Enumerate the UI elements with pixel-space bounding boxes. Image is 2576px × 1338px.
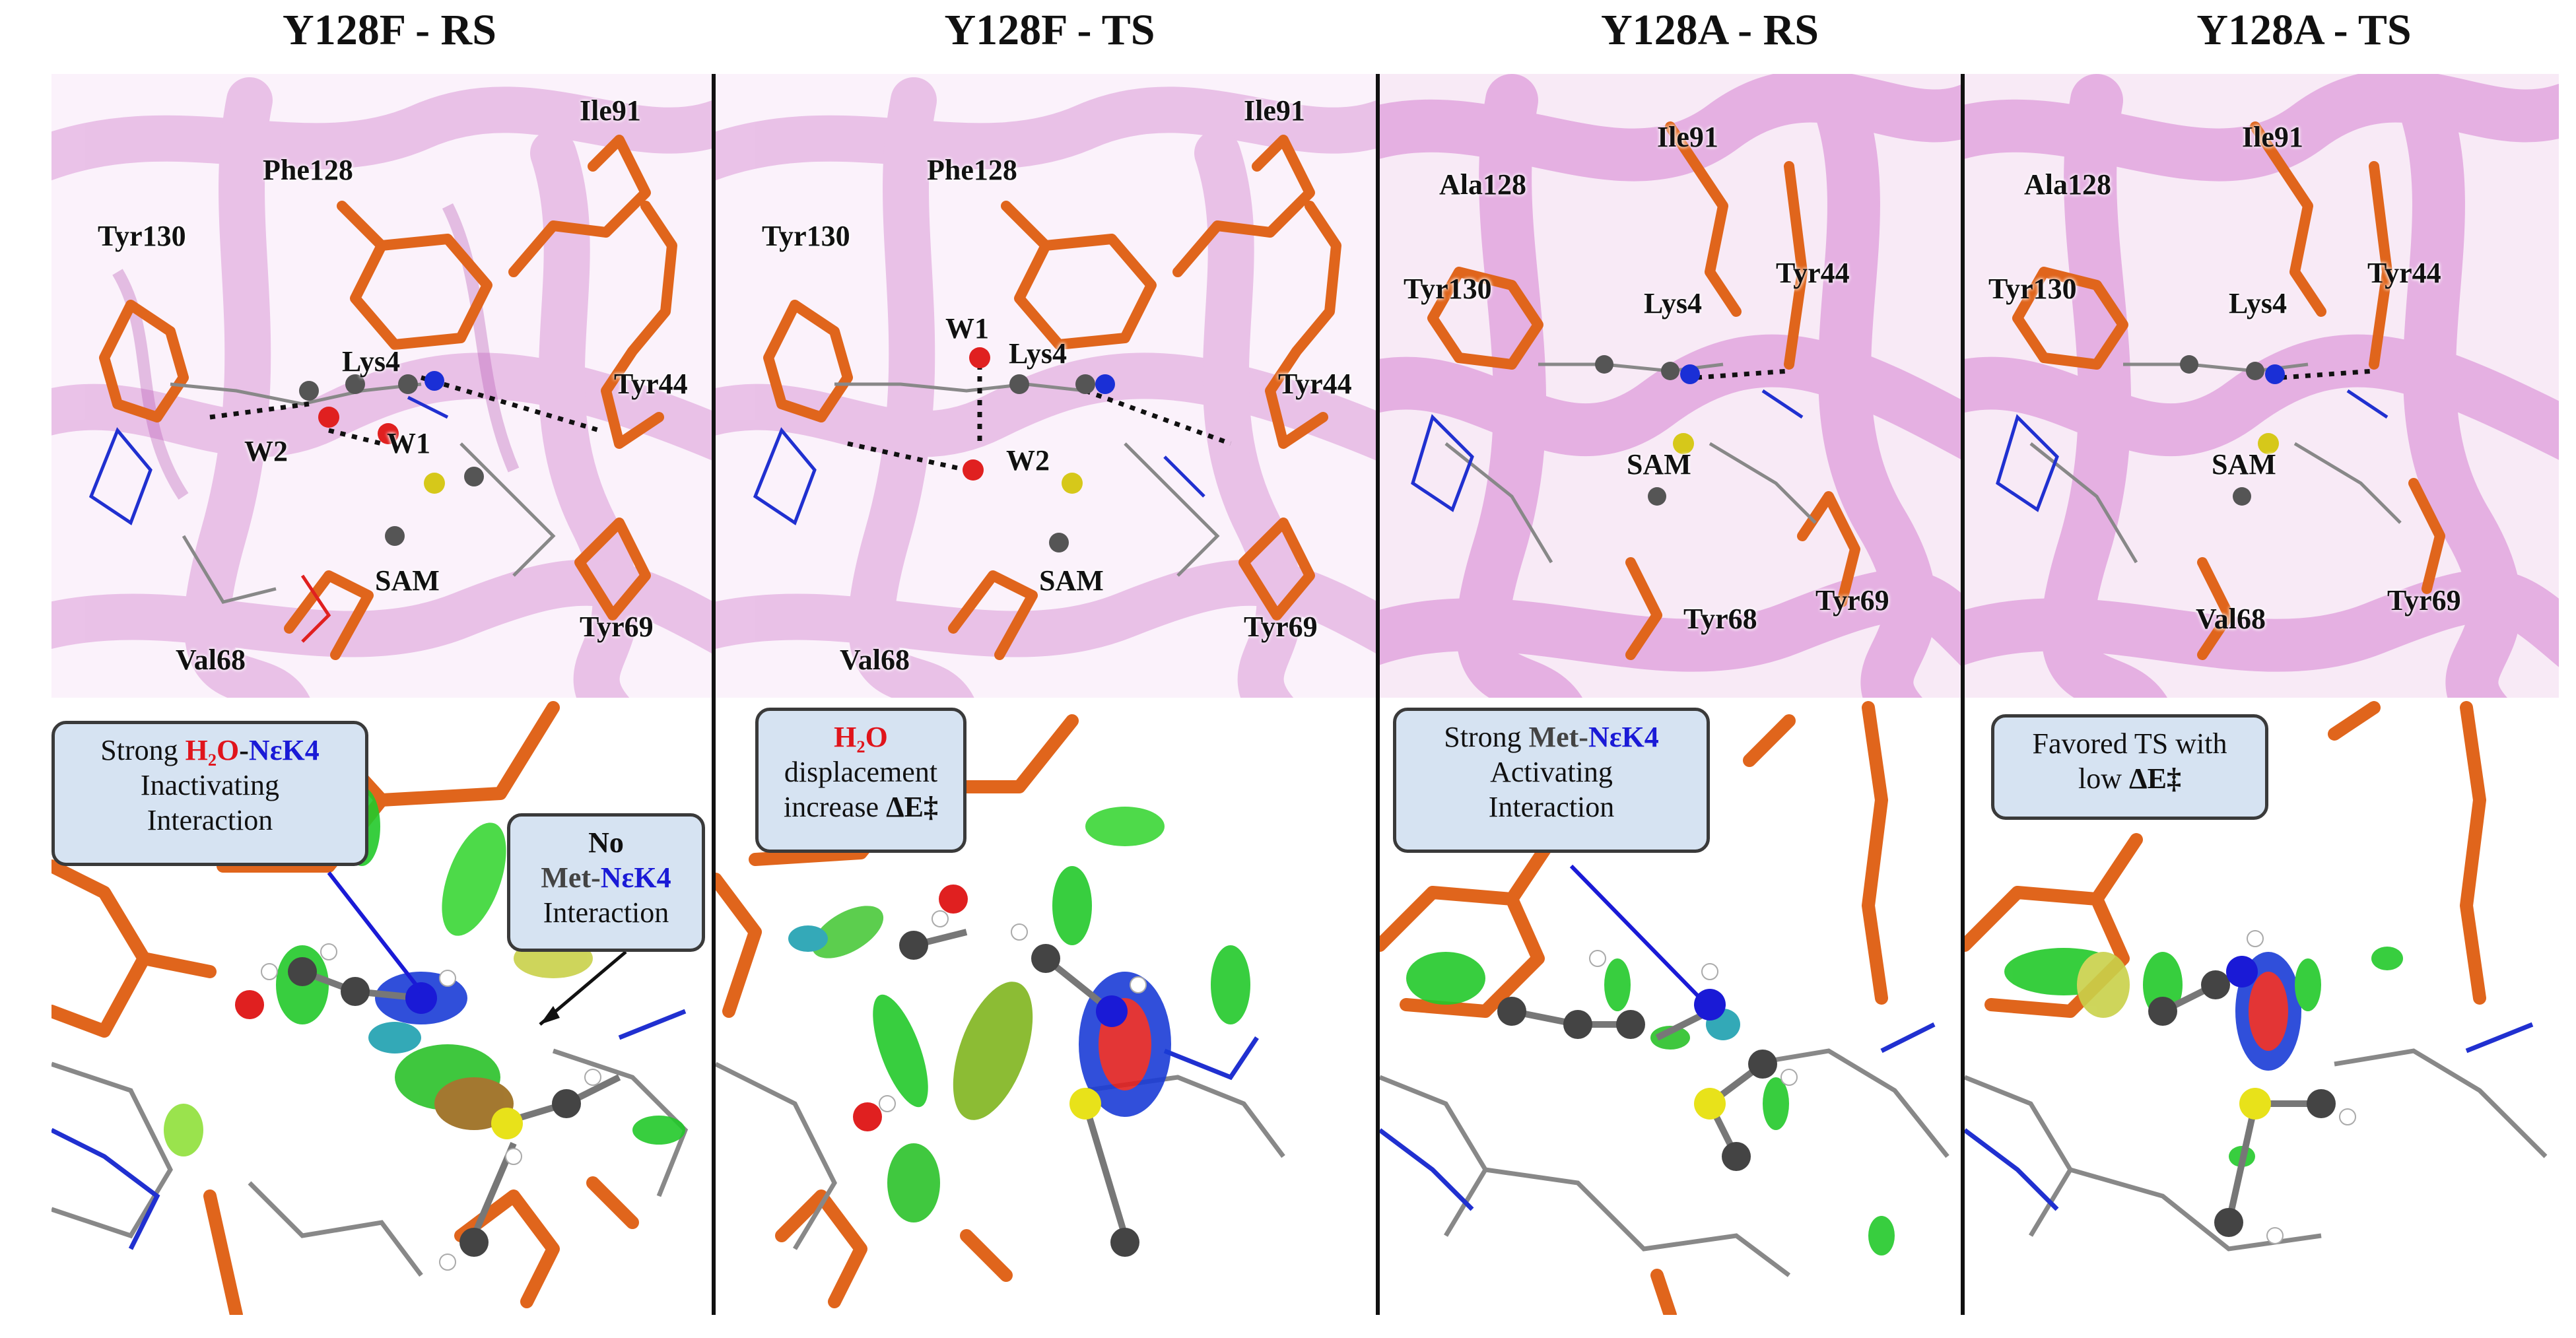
label-w2: W2 <box>244 435 288 467</box>
panel-title-y128a-rs: Y128A - RS <box>1600 6 1819 54</box>
panel-divider <box>1376 74 1380 1315</box>
panel-y128a-rs: Ile91 Ala128 Tyr44 Tyr130 Lys4 SAM Tyr68… <box>1380 74 1961 1315</box>
molecular-structure-image <box>1380 74 1961 1315</box>
label-tyr130: Tyr130 <box>1988 273 2077 305</box>
label-tyr68: Tyr68 <box>1683 603 1757 635</box>
label-phe128: Phe128 <box>263 154 353 186</box>
label-tyr69: Tyr69 <box>580 611 654 643</box>
label-sam: SAM <box>1039 564 1104 597</box>
label-tyr44: Tyr44 <box>2367 257 2441 289</box>
panel-divider <box>1961 74 1965 1315</box>
label-ile91: Ile91 <box>1657 121 1718 153</box>
panel-title-y128a-ts: Y128A - TS <box>2196 6 2412 54</box>
label-ile91: Ile91 <box>2242 121 2303 153</box>
panel-y128f-ts: Ile91 Phe128 Tyr130 W1 Lys4 Tyr44 W2 SAM… <box>716 74 1376 1315</box>
label-tyr44: Tyr44 <box>1278 368 1352 400</box>
label-val68: Val68 <box>176 644 246 676</box>
molecular-structure-image <box>51 74 712 1315</box>
label-ala128: Ala128 <box>1439 168 1526 201</box>
label-tyr69: Tyr69 <box>2387 584 2461 617</box>
molecular-structure-image <box>1965 74 2559 1315</box>
label-tyr130: Tyr130 <box>1404 273 1492 305</box>
label-tyr69: Tyr69 <box>1244 611 1318 643</box>
label-tyr130: Tyr130 <box>98 220 186 252</box>
label-w1: W1 <box>945 312 989 345</box>
label-ala128: Ala128 <box>2024 168 2111 201</box>
label-val68: Val68 <box>2196 603 2266 635</box>
panel-divider <box>712 74 716 1315</box>
arrow-h2o-interaction <box>327 871 423 993</box>
label-lys4: Lys4 <box>1009 337 1068 370</box>
label-sam: SAM <box>1627 448 1691 481</box>
label-phe128: Phe128 <box>927 154 1017 186</box>
label-val68: Val68 <box>840 644 910 676</box>
arrow-met-activating <box>1569 864 1705 1003</box>
label-lys4: Lys4 <box>2229 287 2288 319</box>
label-ile91: Ile91 <box>1244 94 1305 127</box>
label-w2: W2 <box>1006 444 1050 477</box>
panel-title-y128f-rs: Y128F - RS <box>283 6 496 54</box>
label-lys4: Lys4 <box>1644 287 1703 319</box>
callout-no-met-interaction: No Met-NεK4 Interaction <box>507 813 705 952</box>
label-w1: W1 <box>387 427 430 459</box>
label-tyr69: Tyr69 <box>1815 584 1889 617</box>
label-sam: SAM <box>2212 448 2276 481</box>
molecular-structure-image <box>716 74 1376 1315</box>
label-ile91: Ile91 <box>580 94 641 127</box>
label-sam: SAM <box>375 564 440 597</box>
callout-favored-ts: Favored TS with low ΔE‡ <box>1991 714 2268 820</box>
label-tyr44: Tyr44 <box>1776 257 1850 289</box>
label-lys4: Lys4 <box>342 345 401 378</box>
panel-y128a-ts: Ile91 Ala128 Tyr44 Tyr130 Lys4 SAM Val68… <box>1965 74 2559 1315</box>
label-tyr130: Tyr130 <box>762 220 850 252</box>
panel-y128f-rs: Ile91 Phe128 Tyr130 Lys4 Tyr44 W1 W2 SAM… <box>51 74 712 1315</box>
label-tyr44: Tyr44 <box>614 368 688 400</box>
panel-title-y128f-ts: Y128F - TS <box>944 6 1155 54</box>
callout-h2o-displacement: H₂O displacement increase ΔE‡ <box>755 708 966 853</box>
